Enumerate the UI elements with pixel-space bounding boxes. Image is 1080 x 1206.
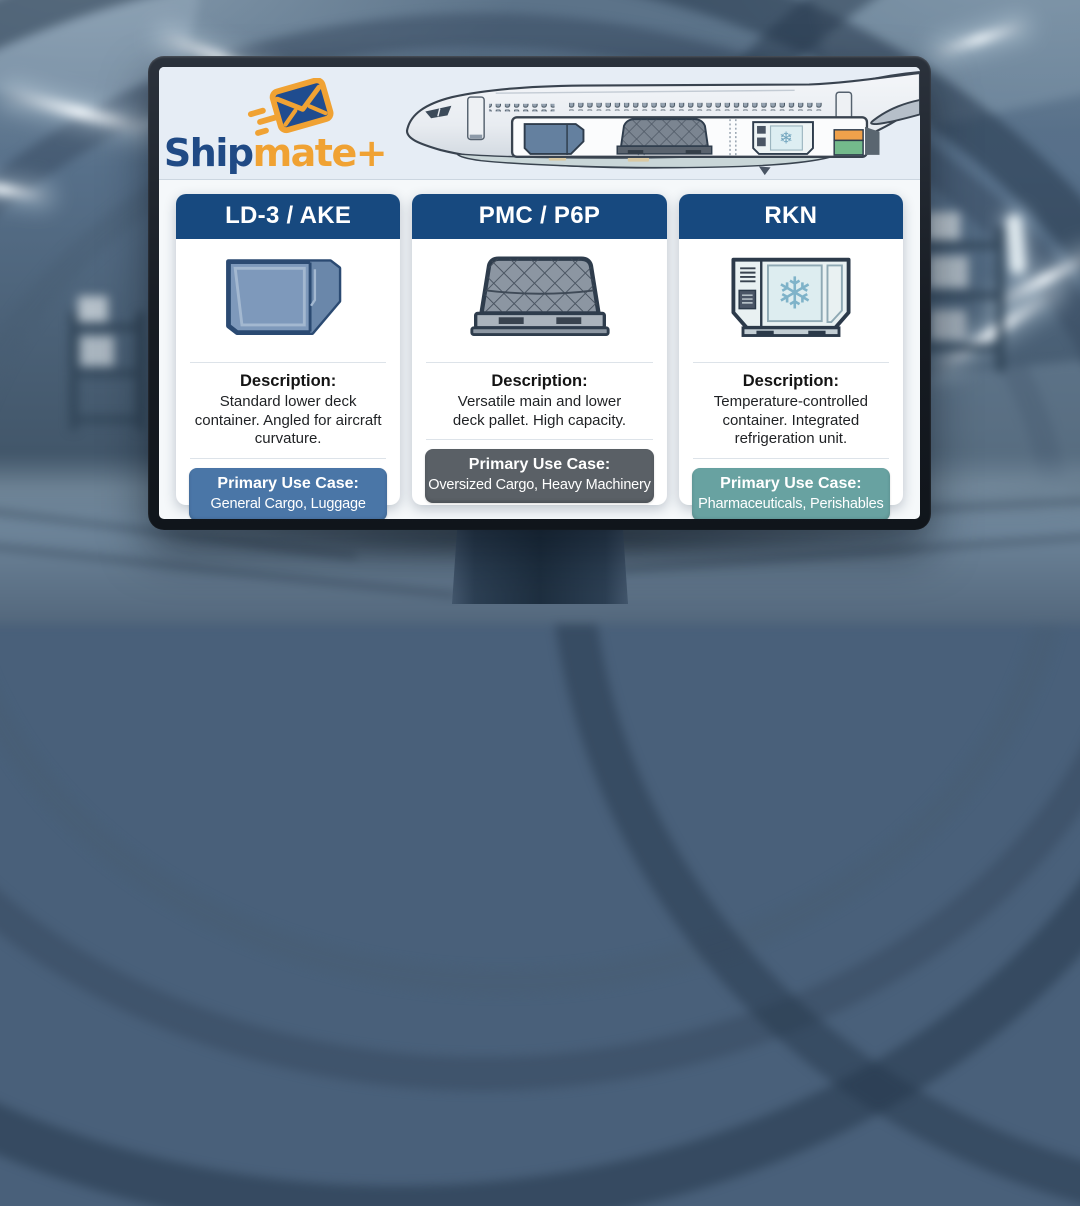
use-case-value: Pharmaceuticals, Perishables (698, 495, 884, 512)
snowflake-icon: ❄ (779, 128, 793, 147)
bay-end (865, 126, 880, 155)
use-case-label: Primary Use Case: (217, 474, 359, 492)
brand-logo: Shipmate+ (159, 67, 391, 179)
cargo-box-green (833, 139, 864, 156)
aircraft-cutaway-svg: ❄ (405, 71, 920, 176)
divider (190, 457, 387, 459)
monitor-bezel: Shipmate+ (148, 56, 931, 530)
window-row (568, 102, 825, 111)
divider (426, 439, 653, 441)
description-text: Temperature-controlled container. Integr… (713, 393, 868, 448)
card-title: LD-3 / AKE (176, 194, 401, 239)
use-case-pill: Primary Use Case: Oversized Cargo, Heavy… (425, 449, 654, 503)
screen: Shipmate+ (159, 67, 920, 519)
cargo-pallet-net-icon (412, 239, 666, 353)
card-ld3-ake: LD-3 / AKE Description: Standard lower d… (176, 194, 401, 519)
speeding-envelope-icon (247, 78, 334, 136)
divider (190, 362, 387, 363)
card-pmc-p6p: PMC / P6P (412, 194, 667, 505)
card-footer: Primary Use Case: Oversized Cargo, Heavy… (412, 430, 666, 516)
use-case-label: Primary Use Case: (468, 456, 611, 474)
description-label: Description: (240, 372, 337, 390)
use-case-pill: Primary Use Case: Pharmaceuticals, Peris… (691, 467, 890, 519)
uld-cards-row: LD-3 / AKE Description: Standard lower d… (159, 180, 920, 519)
ld3-in-bay (523, 123, 585, 155)
monitor-stand (452, 526, 628, 604)
stabilizer (870, 98, 920, 126)
refrigerated-container-icon: ❄ (679, 239, 903, 353)
card-footer: Primary Use Case: General Cargo, Luggage (176, 449, 400, 519)
brand-name-part2: mate+ (252, 131, 388, 175)
ventral-fin (758, 166, 771, 176)
use-case-value: Oversized Cargo, Heavy Machinery (428, 476, 651, 493)
divider (692, 457, 889, 459)
cargo-shelf (70, 296, 144, 430)
card-description: Description: Temperature-controlled cont… (679, 363, 903, 449)
divider (692, 362, 889, 363)
snowflake-icon: ❄ (776, 269, 813, 320)
brand-name-part1: Ship (163, 131, 254, 175)
card-title: RKN (678, 194, 903, 239)
front-door (467, 96, 485, 141)
description-text: Versatile main and lower deck pallet. Hi… (452, 393, 627, 429)
card-footer: Primary Use Case: Pharmaceuticals, Peris… (679, 449, 903, 519)
aircraft-cutaway-illustration: ❄ (391, 67, 920, 179)
card-description: Description: Versatile main and lower de… (412, 363, 666, 430)
card-description: Description: Standard lower deck contain… (176, 363, 400, 449)
use-case-value: General Cargo, Luggage (210, 495, 366, 512)
use-case-label: Primary Use Case: (720, 474, 862, 492)
description-text: Standard lower deck container. Angled fo… (194, 393, 382, 448)
brand-name: Shipmate+ (163, 131, 388, 175)
use-case-pill: Primary Use Case: General Cargo, Luggage (189, 467, 388, 519)
card-rkn: RKN ❄ (678, 194, 903, 519)
screen-header: Shipmate+ (159, 67, 920, 180)
description-label: Description: (742, 372, 839, 390)
description-label: Description: (491, 372, 588, 390)
window-row (488, 103, 555, 112)
card-title: PMC / P6P (412, 194, 667, 239)
divider (426, 362, 653, 363)
cargo-box-orange (833, 129, 864, 142)
ld3-container-icon (176, 239, 400, 353)
